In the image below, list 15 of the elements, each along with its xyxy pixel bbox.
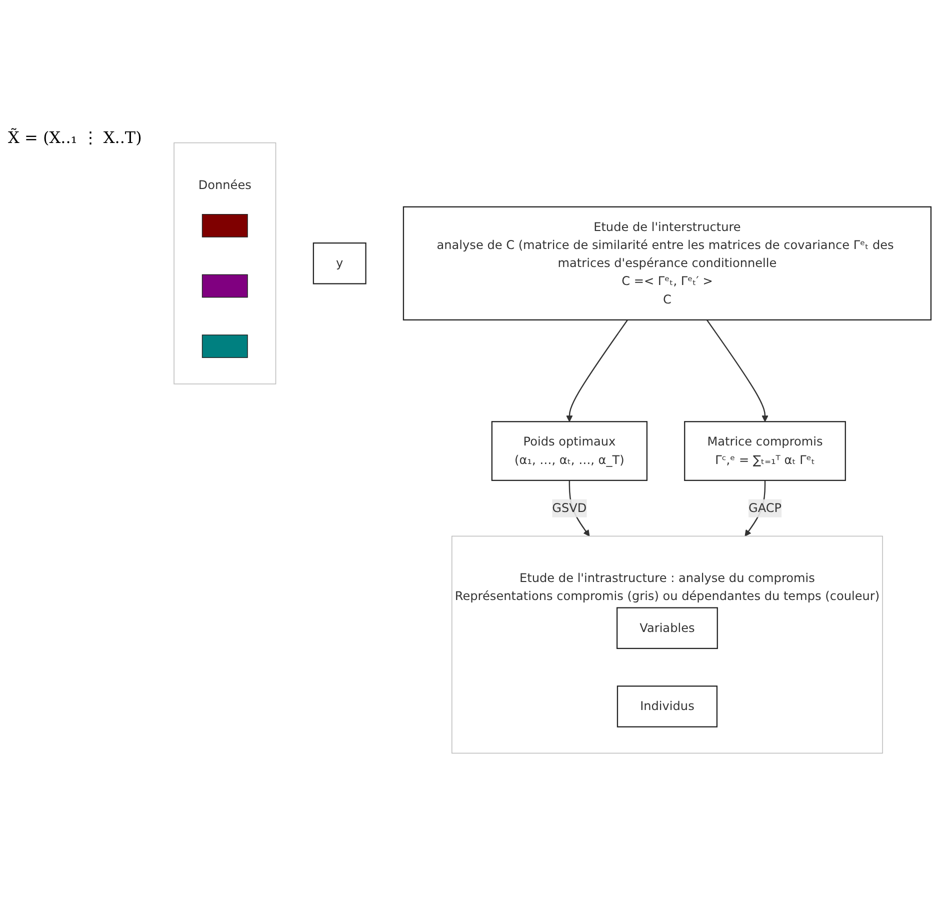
arrow (566, 320, 628, 422)
node-box: Matrice compromis Γᶜ,ᵉ = ∑ₜ₌₁ᵀ αₜ Γᵉₜ (684, 421, 846, 481)
node-box: Individus (616, 686, 718, 728)
node-box: y (312, 242, 366, 284)
node-box (202, 334, 248, 358)
node-box: Poids optimaux (α₁, …, αₜ, …, α_T) (491, 421, 648, 481)
cluster: Données (174, 142, 276, 384)
edge-label: GSVD (552, 500, 587, 516)
node-box: Variables (616, 607, 718, 650)
arrow (706, 320, 768, 422)
formula-label: X̃ = (X..₁ ⋮ X..T) (8, 128, 143, 147)
edge-label: GACP (748, 500, 782, 516)
node-box (202, 274, 248, 298)
node-box (202, 214, 248, 238)
node-box: Etude de l'interstructure analyse de C (matrice de similarité entre les matrices de covariance Γᵉₜ des matrices d'espérance conditionnelle C =< Γᵉₜ, Γᵉₜ′ > C (402, 206, 932, 320)
